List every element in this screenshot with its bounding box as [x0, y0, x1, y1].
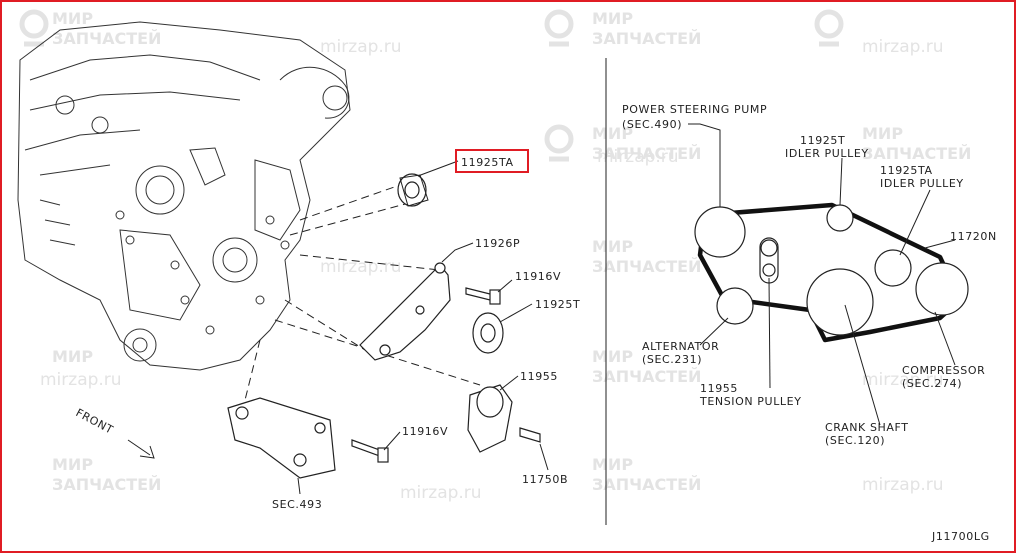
power-steering-pulley — [694, 206, 746, 258]
watermark-brand-4: ЗАПЧАСТЕЙ — [592, 29, 701, 48]
bolt-bottom-part — [351, 439, 389, 463]
watermark-url-1: mirzap.ru — [320, 37, 402, 57]
watermark-logo-icon — [814, 9, 844, 47]
watermark-url-2: mirzap.ru — [862, 37, 944, 57]
callout-bolt-bottom[interactable]: 11916V — [402, 425, 448, 438]
label-alternator-2: (SEC.231) — [642, 353, 702, 366]
callout-bracket[interactable]: 11926P — [475, 237, 520, 250]
callout-sec-493[interactable]: SEC.493 — [272, 498, 322, 511]
label-tension-1: 11955 — [700, 382, 738, 395]
idler-ta-pulley — [874, 249, 912, 287]
label-idler-ta-1: 11925TA — [880, 164, 933, 177]
callout-lines — [297, 160, 549, 495]
watermark-brand-15: ЗАПЧАСТЕЙ — [52, 475, 161, 494]
watermark-brand-10: ЗАПЧАСТЕЙ — [592, 257, 701, 276]
watermark-url-7: mirzap.ru — [400, 483, 482, 503]
watermark-url-4: mirzap.ru — [320, 257, 402, 277]
watermark-brand-3: МИР — [592, 9, 633, 28]
tensioner-part — [467, 384, 541, 453]
label-alternator-1: ALTERNATOR — [642, 340, 719, 353]
callout-tensioner[interactable]: 11955 — [520, 370, 558, 383]
watermark-brand-5: МИР — [592, 124, 633, 143]
label-power-steering-1: POWER STEERING PUMP — [622, 103, 767, 116]
label-compressor-2: (SEC.274) — [902, 377, 962, 390]
bracket-493-part — [227, 397, 336, 479]
belt-routing-diagram — [694, 202, 969, 343]
watermark-logo-icon — [19, 9, 49, 47]
engine-block-illustration — [17, 21, 351, 371]
label-power-steering-2: (SEC.490) — [622, 118, 682, 131]
label-crank-2: (SEC.120) — [825, 434, 885, 447]
callout-idler-ta[interactable]: 11925TA — [461, 156, 514, 169]
compressor-pulley — [915, 262, 969, 316]
bolt-top-part — [465, 287, 501, 305]
callout-idler-t[interactable]: 11925T — [535, 298, 580, 311]
diagram-code: J11700LG — [931, 530, 990, 543]
watermark-brand-7: МИР — [862, 124, 903, 143]
watermark-url-5: mirzap.ru — [40, 370, 122, 390]
front-label: FRONT — [74, 406, 116, 437]
watermark-brand-14: МИР — [52, 455, 93, 474]
right-leader-lines — [688, 123, 956, 426]
watermark-brand-6: ЗАПЧАСТЕЙ — [592, 144, 701, 163]
callout-bolt-top[interactable]: 11916V — [515, 270, 561, 283]
watermark-brand-2: ЗАПЧАСТЕЙ — [52, 29, 161, 48]
label-idler-ta-2: IDLER PULLEY — [880, 177, 964, 190]
crank-pulley — [806, 268, 874, 336]
idler-t-pulley — [826, 204, 854, 232]
label-idler-t-1: 11925T — [800, 134, 845, 147]
label-belt: 11720N — [950, 230, 997, 243]
watermark-brand-11: МИР — [52, 347, 93, 366]
watermark-brand-9: МИР — [592, 237, 633, 256]
watermark-logo-icon — [544, 124, 574, 162]
bracket-part — [359, 262, 451, 361]
idler-pulley-ta-part — [397, 173, 429, 207]
label-compressor-1: COMPRESSOR — [902, 364, 985, 377]
watermark-url-8: mirzap.ru — [862, 475, 944, 495]
tension-pulley — [760, 239, 778, 257]
label-crank-1: CRANK SHAFT — [825, 421, 909, 434]
watermark-url-6: mirzap.ru — [862, 370, 944, 390]
alternator-pulley — [716, 287, 754, 325]
watermark-brand-12: МИР — [592, 347, 633, 366]
watermark-layer: МИР ЗАПЧАСТЕЙ mirzap.ru МИР ЗАПЧАСТЕЙ mi… — [19, 9, 971, 503]
watermark-brand-8: ЗАПЧАСТЕЙ — [862, 144, 971, 163]
label-idler-t-2: IDLER PULLEY — [785, 147, 869, 160]
callout-bolt-tensioner[interactable]: 11750B — [522, 473, 568, 486]
highlight-box — [455, 149, 529, 173]
label-tension-2: TENSION PULLEY — [699, 395, 802, 408]
watermark-brand-13: ЗАПЧАСТЕЙ — [592, 367, 701, 386]
idler-pulley-t-part — [472, 312, 504, 354]
watermark-url-3: mirzap.ru — [597, 147, 679, 167]
watermark-brand-1: МИР — [52, 9, 93, 28]
front-arrow-icon — [127, 439, 155, 459]
watermark-logo-icon — [544, 9, 574, 47]
watermark-brand-16: МИР — [592, 455, 633, 474]
watermark-brand-17: ЗАПЧАСТЕЙ — [592, 475, 701, 494]
